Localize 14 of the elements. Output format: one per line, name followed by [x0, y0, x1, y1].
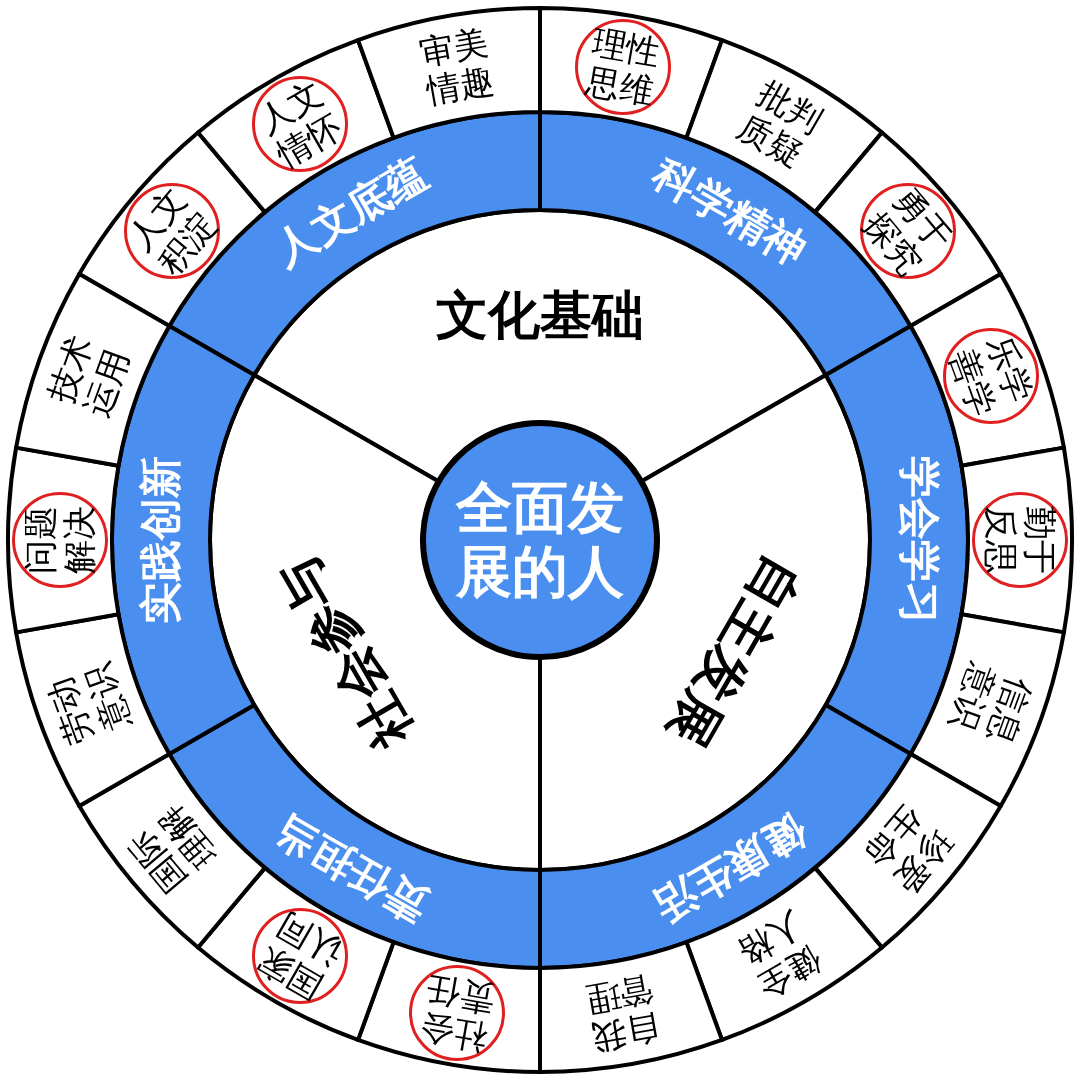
domain-label: 文化基础	[432, 286, 648, 346]
circled-label: 社会责任	[408, 964, 505, 1061]
circled-label: 人文积淀	[124, 183, 221, 280]
circled-label: 勤于反思	[972, 492, 1068, 588]
competency-label: 学会学习	[894, 452, 944, 628]
circled-label: 勇于探究	[859, 183, 956, 280]
circled-label: 理性思维	[575, 19, 672, 116]
circled-label: 人文情怀	[252, 76, 348, 173]
circled-label: 国家认同	[252, 907, 348, 1004]
circled-label: 问题解决	[12, 492, 108, 588]
domain-label: 社会参与	[266, 543, 426, 761]
domain-label: 自主发展	[654, 543, 814, 761]
competency-label: 实践创新	[136, 452, 186, 628]
circled-label: 乐学善学	[943, 327, 1040, 424]
